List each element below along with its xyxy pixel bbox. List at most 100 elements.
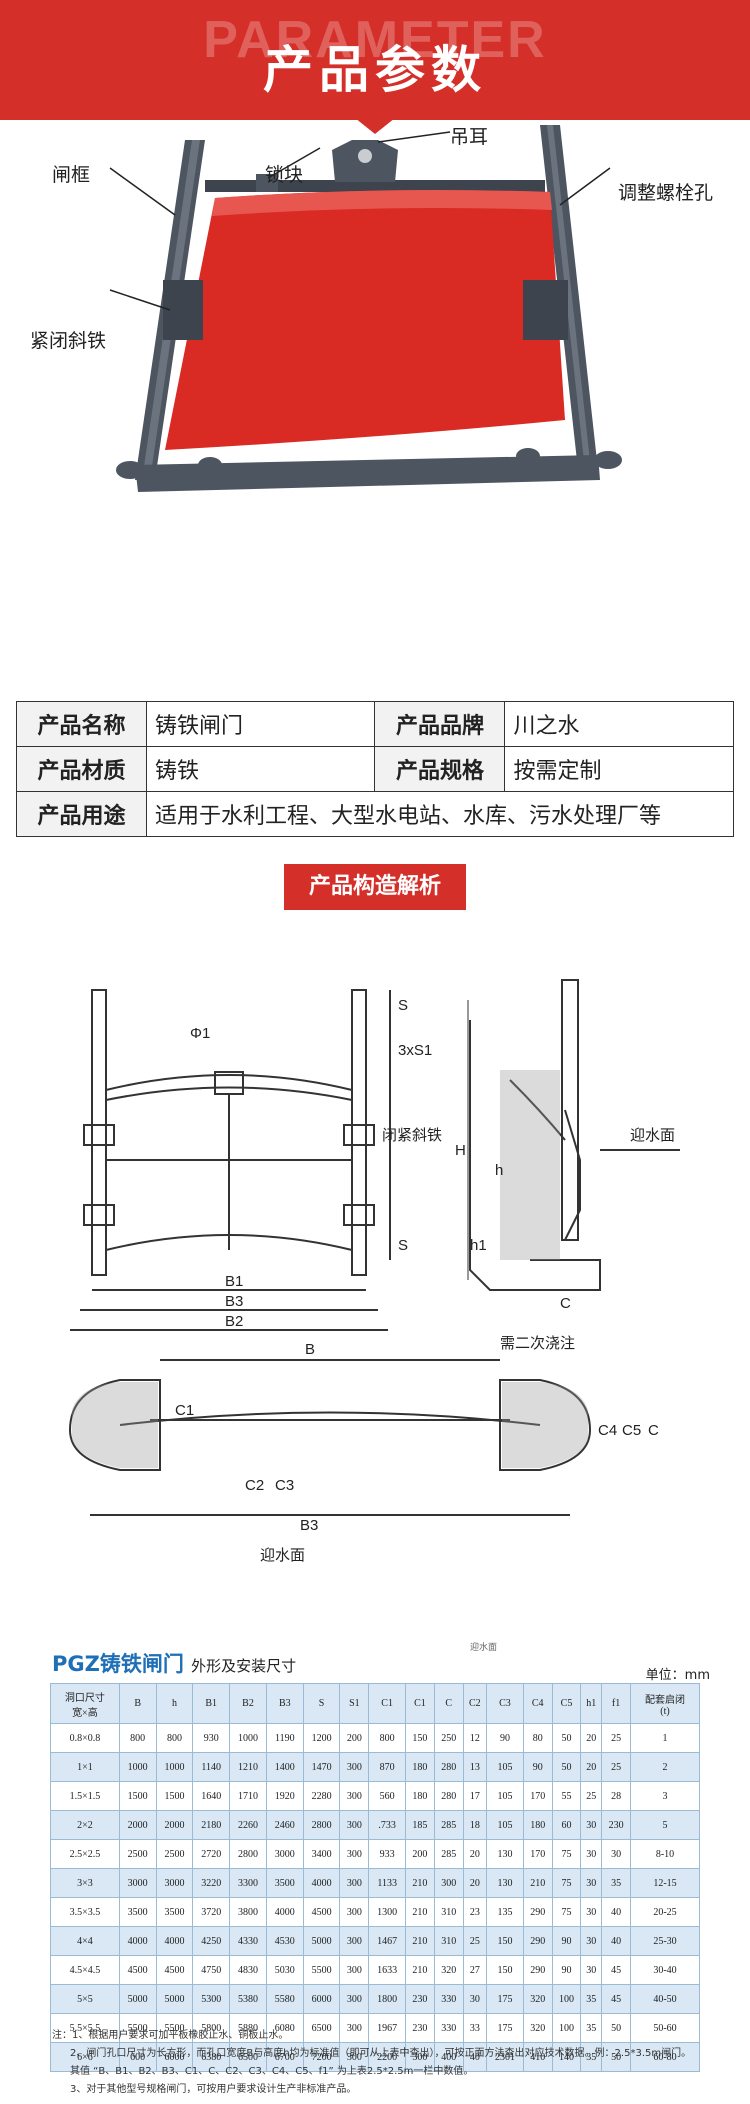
spec-cell: 1967 xyxy=(368,2013,407,2043)
dim-h: h xyxy=(495,1162,503,1179)
spec-cell: 5000 xyxy=(302,1926,341,1956)
spec-cell: 23 xyxy=(462,1897,488,1927)
spec-cell: 40 xyxy=(601,1926,631,1956)
spec-cell: 105 xyxy=(486,1752,524,1782)
spec-cell: 25-30 xyxy=(629,1926,701,1956)
dim-h1: h1 xyxy=(470,1237,487,1254)
spec-cell: 600 xyxy=(118,2042,157,2072)
spec-cell: 17 xyxy=(462,1781,488,1811)
spec-cell: 4500 xyxy=(118,1955,157,1985)
dim-c5: C5 xyxy=(622,1422,641,1439)
spec-subtitle: 外形及安装尺寸 xyxy=(191,1657,297,1675)
spec-cell: 4500 xyxy=(155,1955,194,1985)
param-brand-label: 产品品牌 xyxy=(374,701,506,747)
spec-cell: 1800 xyxy=(368,1984,407,2014)
callout-bolt: 调整螺栓孔 xyxy=(618,182,714,204)
dim-c4: C4 xyxy=(598,1422,617,1439)
dim-c3: C3 xyxy=(275,1477,294,1494)
spec-cell: 290 xyxy=(522,1955,553,1985)
spec-cell: 300 xyxy=(339,1752,370,1782)
spec-cell: 1500 xyxy=(118,1781,157,1811)
callout-lock: 锁块 xyxy=(265,164,304,186)
dim-c-plan: C xyxy=(648,1422,659,1439)
spec-header-cell: B1 xyxy=(192,1683,231,1724)
spec-cell: 25 xyxy=(580,1781,603,1811)
spec-cell: 28 xyxy=(601,1781,631,1811)
spec-cell: 300 xyxy=(339,1897,370,1927)
spec-cell: 4000 xyxy=(265,1897,304,1927)
spec-cell: 210 xyxy=(405,1868,435,1898)
spec-cell: 175 xyxy=(486,2013,524,2043)
spec-cell: 200 xyxy=(339,1723,370,1753)
spec-header-cell: f1 xyxy=(601,1683,631,1724)
spec-cell: 140 xyxy=(551,2042,582,2072)
spec-title: PGZ铸铁闸门 外形及安装尺寸 xyxy=(52,1648,296,1678)
spec-header-cell: C xyxy=(433,1683,464,1724)
spec-cell: 1000 xyxy=(118,1752,157,1782)
spec-cell: 90 xyxy=(486,1723,524,1753)
param-brand-value: 川之水 xyxy=(504,701,734,747)
param-material-label: 产品材质 xyxy=(16,746,147,792)
spec-cell: 30 xyxy=(580,1897,603,1927)
spec-cell: 25 xyxy=(601,1752,631,1782)
spec-cell: 35 xyxy=(580,2042,603,2072)
spec-cell: 3.5×3.5 xyxy=(50,1897,120,1927)
spec-cell: 3×3 xyxy=(50,1868,120,1898)
spec-cell: 230 xyxy=(405,1984,435,2014)
spec-cell: 300 xyxy=(339,1984,370,2014)
spec-cell: 4000 xyxy=(302,1868,341,1898)
spec-cell: 5500 xyxy=(302,1955,341,1985)
spec-cell: 6000 xyxy=(155,2042,194,2072)
spec-cell: 1133 xyxy=(368,1868,407,1898)
spec-cell: 3220 xyxy=(192,1868,231,1898)
spec-cell: 50 xyxy=(601,2013,631,2043)
spec-cell: 20 xyxy=(580,1752,603,1782)
callout-lug: 吊耳 xyxy=(450,126,489,148)
spec-cell: 5×5 xyxy=(50,1984,120,2014)
dim-b3: B3 xyxy=(300,1517,318,1534)
spec-cell: 90 xyxy=(522,1752,553,1782)
dim-bs: B3 xyxy=(225,1293,243,1310)
spec-cell: 3400 xyxy=(302,1839,341,1869)
spec-cell: 150 xyxy=(486,1955,524,1985)
spec-cell: 870 xyxy=(368,1752,407,1782)
spec-cell: 6×6 xyxy=(50,2042,120,2072)
spec-cell: 310 xyxy=(433,1897,464,1927)
spec-cell: 800 xyxy=(155,1723,194,1753)
spec-unit: 单位：mm xyxy=(645,1668,710,1683)
spec-cell: 285 xyxy=(433,1839,464,1869)
spec-header-cell: h xyxy=(155,1683,194,1724)
spec-cell: 20 xyxy=(580,1723,603,1753)
spec-cell: 290 xyxy=(522,1926,553,1956)
dim-b2: B2 xyxy=(225,1313,243,1330)
spec-cell: 6000 xyxy=(302,1984,341,2014)
spec-cell: 35 xyxy=(601,1868,631,1898)
spec-cell: 2800 xyxy=(302,1810,341,1840)
spec-cell: 2.5×2.5 xyxy=(50,1839,120,1869)
spec-cell: 300 xyxy=(339,1868,370,1898)
spec-cell: 55 xyxy=(551,1781,582,1811)
spec-cell: 1400 xyxy=(265,1752,304,1782)
spec-cell: 5000 xyxy=(118,1984,157,2014)
dim-water-side: 迎水面 xyxy=(630,1127,675,1144)
spec-cell: 2180 xyxy=(192,1810,231,1840)
spec-tiny-label: 迎水面 xyxy=(470,1643,498,1653)
spec-cell: 75 xyxy=(551,1839,582,1869)
spec-cell: 300 xyxy=(433,1868,464,1898)
callout-frame: 闸框 xyxy=(52,164,91,186)
spec-cell: 0.8×0.8 xyxy=(50,1723,120,1753)
spec-cell: 2260 xyxy=(229,1810,267,1840)
spec-header-cell: B3 xyxy=(265,1683,304,1724)
spec-cell: 30 xyxy=(462,1984,488,2014)
spec-cell: 2200 xyxy=(368,2042,407,2072)
spec-cell: 5500 xyxy=(155,2013,194,2043)
spec-cell: 2301 xyxy=(486,2042,524,2072)
spec-cell: 410 xyxy=(522,2042,553,2072)
spec-cell: 30 xyxy=(601,1839,631,1869)
spec-cell: 50 xyxy=(551,1723,582,1753)
section-heading: 产品构造解析 xyxy=(284,864,466,910)
spec-cell: 300 xyxy=(339,2013,370,2043)
